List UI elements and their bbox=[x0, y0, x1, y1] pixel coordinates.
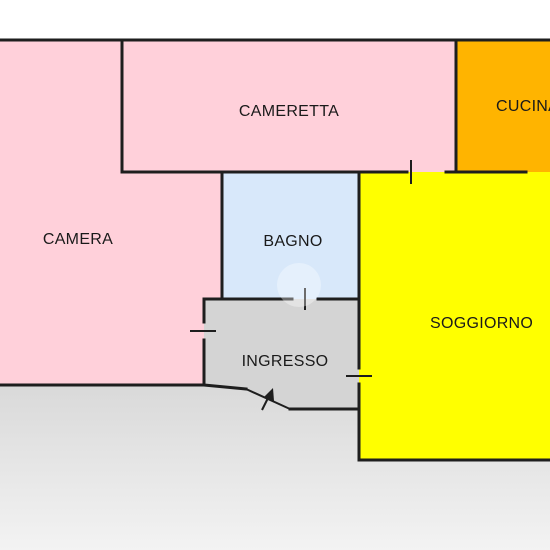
room-bagno bbox=[222, 172, 359, 299]
room-soggiorno bbox=[359, 172, 550, 460]
room-cucina bbox=[456, 40, 550, 172]
label-cucina: CUCINA bbox=[496, 98, 550, 115]
label-bagno: BAGNO bbox=[263, 233, 322, 250]
label-ingresso: INGRESSO bbox=[242, 353, 329, 370]
label-cameretta: CAMERETTA bbox=[239, 103, 339, 120]
room-ingresso bbox=[204, 299, 359, 409]
entrance-arrow-icon bbox=[264, 388, 274, 401]
label-soggiorno: SOGGIORNO bbox=[430, 315, 533, 332]
wall-entrance-a bbox=[202, 383, 248, 391]
label-camera: CAMERA bbox=[43, 231, 113, 248]
outside-top-area bbox=[0, 0, 550, 40]
walls bbox=[0, 38, 550, 462]
watermark-circle bbox=[277, 263, 321, 307]
room-cameretta bbox=[122, 40, 456, 172]
door-marks bbox=[190, 160, 412, 411]
